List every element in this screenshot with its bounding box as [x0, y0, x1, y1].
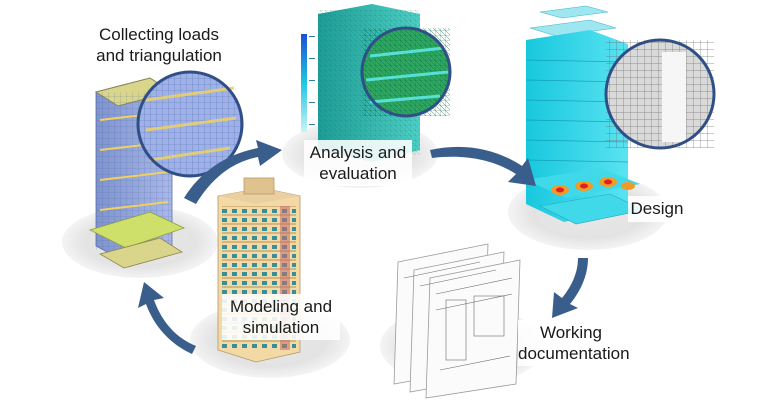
analysis-label-box [304, 140, 412, 186]
collecting-label: Collecting loads and triangulation [86, 24, 232, 66]
design-label: Design [628, 198, 686, 219]
analysis-label-line1: Analysis and [309, 143, 407, 162]
arrow-design-to-working [552, 258, 588, 318]
collecting-label-box [86, 22, 232, 70]
modeling-label-line2: simulation [242, 318, 320, 337]
modeling-label-line1: Modeling and [229, 297, 333, 316]
working-label-line1: Working [539, 323, 603, 342]
analysis-label-line2: evaluation [319, 164, 397, 183]
collecting-zoom-lens [136, 70, 244, 178]
design-label-box [628, 196, 686, 222]
analysis-zoom-lens [360, 26, 452, 118]
arrow-modeling-to-collecting [138, 282, 196, 354]
working-label: Working documentation [518, 322, 630, 364]
modeling-label-box [222, 294, 340, 340]
design-label-line1: Design [630, 199, 684, 218]
analysis-label: Analysis and evaluation [304, 142, 412, 184]
modeling-label: Modeling and simulation [222, 296, 340, 338]
flow-arrows [138, 140, 588, 354]
arrow-collecting-to-analysis [184, 140, 282, 204]
working-drawings-image [393, 243, 521, 399]
arrow-analysis-to-design [430, 146, 536, 186]
design-building-image [525, 5, 645, 225]
working-label-box [518, 320, 624, 366]
collecting-label-line1: Collecting loads [98, 25, 219, 44]
working-label-line2: documentation [518, 344, 630, 363]
collecting-label-line2: and triangulation [96, 46, 222, 65]
design-zoom-lens [604, 38, 716, 150]
